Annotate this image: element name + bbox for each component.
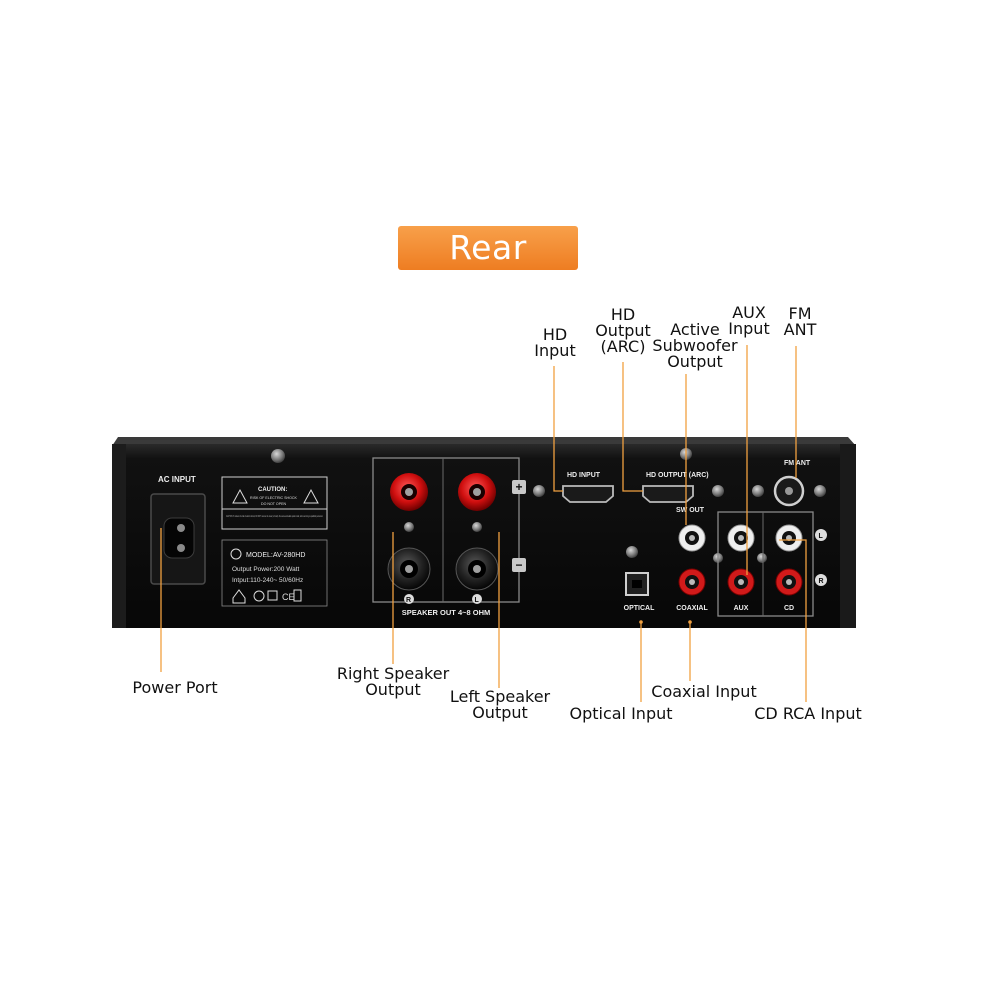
subwoofer-out-jack[interactable] [678, 524, 706, 552]
chassis-screw-top-left [271, 449, 285, 463]
speaker-terminal-frame [372, 457, 520, 603]
fm-ant-label: FM ANT [784, 460, 811, 467]
aux-label: AUX [734, 605, 749, 612]
leader-dots [639, 620, 692, 624]
caution-sticker [221, 476, 328, 530]
power-pin-bottom [177, 544, 185, 552]
callout-power-port: Power Port [132, 678, 218, 697]
hd-output-label: HD OUTPUT (ARC) [646, 472, 709, 479]
optical-label: OPTICAL [624, 605, 655, 612]
right-positive-terminal[interactable] [390, 473, 428, 511]
callout-coaxial: Coaxial Input [651, 682, 757, 701]
coaxial-input-jack[interactable] [678, 568, 706, 596]
model-text: MODEL:AV-280HD [246, 552, 305, 559]
chassis-top [112, 437, 856, 446]
title-badge: Rear panel [398, 226, 578, 311]
power-pin-top [177, 524, 185, 532]
aux-left-jack[interactable] [727, 524, 755, 552]
weee-bin-icon [293, 589, 302, 602]
callout-optical: Optical Input [569, 704, 673, 723]
hd-input-label: HD INPUT [567, 472, 601, 479]
caution-heading: CAUTION: [258, 487, 287, 493]
channel-r-mark: R [406, 597, 411, 604]
leader-lines [160, 345, 807, 702]
svg-text:−: − [515, 558, 522, 572]
rca-l-mark: L [819, 533, 824, 540]
model-sticker [221, 539, 328, 607]
leader-cd [779, 539, 807, 702]
ac-input-label: AC INPUT [158, 475, 196, 484]
right-negative-terminal[interactable] [387, 547, 431, 591]
chassis-left-side [112, 444, 126, 628]
ten-year-icon [253, 590, 265, 602]
input-voltage-text: Intput:110-240~ 50/60Hz [232, 577, 303, 584]
aux-cd-frame [717, 511, 814, 617]
caution-note: CAUTION: To reduce the risk of electric … [226, 514, 323, 518]
leader-hd-input [553, 366, 563, 492]
leader-hd-output [622, 362, 643, 492]
class2-icon [267, 590, 278, 601]
cd-label: CD [784, 605, 794, 612]
ce-mark-icon: CE [282, 592, 295, 602]
coaxial-label: COAXIAL [676, 605, 708, 612]
left-positive-terminal[interactable] [458, 473, 496, 511]
plus-marker [512, 480, 526, 494]
minus-marker [512, 558, 526, 572]
cd-right-jack[interactable] [775, 568, 803, 596]
callout-cd: CD RCA Input [754, 704, 862, 723]
brand-logo-icon [230, 548, 242, 560]
sw-out-label: SW OUT [676, 507, 705, 514]
left-negative-terminal[interactable] [455, 547, 499, 591]
hd-input-port[interactable] [562, 485, 614, 503]
aux-right-jack[interactable] [727, 568, 755, 596]
svg-text:+: + [515, 480, 522, 494]
chassis-right-side [840, 444, 856, 628]
caution-line2: DO NOT OPEN [261, 502, 286, 506]
speaker-out-label: SPEAKER OUT 4~8 OHM [402, 608, 491, 617]
channel-l-mark: L [475, 597, 480, 604]
rca-r-mark: R [819, 578, 824, 585]
indoor-use-icon [232, 589, 246, 604]
caution-line1: RISK OF ELECTRIC SHOCK [250, 496, 298, 500]
output-power-text: Output Power:200 Watt [232, 566, 300, 573]
cd-left-jack[interactable] [775, 524, 803, 552]
